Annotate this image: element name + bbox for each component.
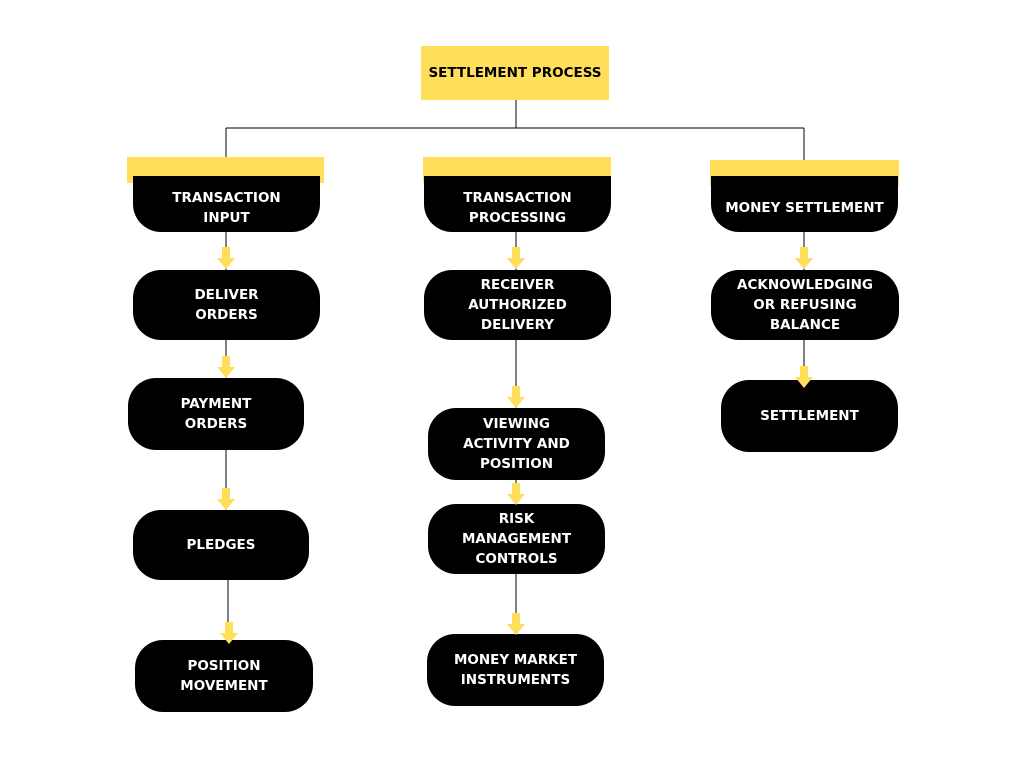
column-2-step-3: RISK MANAGEMENT CONTROLS — [428, 504, 605, 574]
column-1-step-4-label: POSITION MOVEMENT — [180, 658, 268, 694]
column-2-step-1: RECEIVER AUTHORIZED DELIVERY — [424, 270, 611, 340]
column-1-step-3: PLEDGES — [133, 510, 309, 580]
root-label: SETTLEMENT PROCESS — [428, 65, 602, 81]
column-2-step-3-label: RISK MANAGEMENT CONTROLS — [461, 511, 572, 567]
arrow-down-icon — [507, 386, 525, 408]
arrow-down-icon — [507, 613, 525, 635]
column-1-step-3-label: PLEDGES — [186, 537, 256, 553]
arrow-down-icon — [217, 488, 235, 510]
column-3-step-2-label: SETTLEMENT — [760, 408, 859, 424]
column-2-step-2-label: VIEWING ACTIVITY AND POSITION — [463, 416, 570, 472]
column-1-header: TRANSACTION INPUT — [133, 176, 320, 232]
column-2-step-1-label: RECEIVER AUTHORIZED DELIVERY — [468, 277, 567, 333]
root-node: SETTLEMENT PROCESS — [421, 46, 609, 100]
arrow-down-icon — [795, 366, 813, 388]
column-1-step-1: DELIVER ORDERS — [133, 270, 320, 340]
column-3-step-1-label: ACKNOWLEDGING OR REFUSING BALANCE — [737, 277, 873, 333]
column-3-header: MONEY SETTLEMENT — [711, 176, 898, 232]
arrow-down-icon — [217, 247, 235, 269]
column-1-step-4: POSITION MOVEMENT — [135, 640, 313, 712]
column-2-step-4-label: MONEY MARKET INSTRUMENTS — [453, 652, 578, 688]
column-2-step-4: MONEY MARKET INSTRUMENTS — [427, 634, 604, 706]
arrow-down-icon — [507, 483, 525, 505]
column-1-step-1-label: DELIVER ORDERS — [194, 287, 259, 323]
column-3-step-2: SETTLEMENT — [721, 380, 898, 452]
column-1-step-2: PAYMENT ORDERS — [128, 378, 304, 450]
arrow-down-icon — [507, 247, 525, 269]
column-2-header: TRANSACTION PROCESSING — [424, 176, 611, 232]
column-3-header-label: MONEY SETTLEMENT — [725, 200, 884, 216]
arrow-down-icon — [220, 622, 238, 644]
arrow-down-icon — [217, 356, 235, 378]
column-3-step-1: ACKNOWLEDGING OR REFUSING BALANCE — [711, 270, 899, 340]
column-1-step-2-label: PAYMENT ORDERS — [180, 396, 252, 432]
column-2-header-label: TRANSACTION PROCESSING — [463, 190, 572, 226]
arrow-down-icon — [795, 247, 813, 269]
column-2-step-2: VIEWING ACTIVITY AND POSITION — [428, 408, 605, 480]
column-1-header-label: TRANSACTION INPUT — [172, 190, 281, 226]
